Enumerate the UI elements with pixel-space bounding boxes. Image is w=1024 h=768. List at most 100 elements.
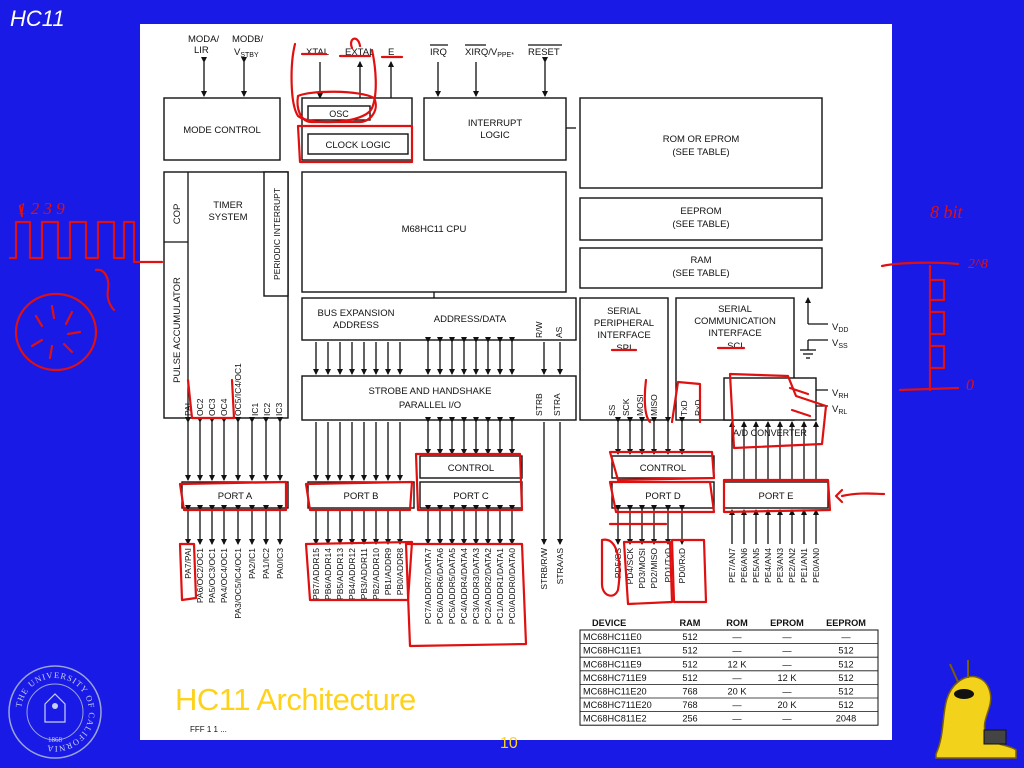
mode-control-block: MODE CONTROL bbox=[163, 97, 281, 161]
port-d-pin-label-3: PD2/MISO bbox=[649, 548, 659, 589]
port-b-pin-label-3: PB4/ADDR12 bbox=[347, 548, 357, 600]
device-table-cell-6-2: — bbox=[732, 714, 742, 724]
ink-mark bbox=[350, 37, 362, 50]
svg-text:(SEE TABLE): (SEE TABLE) bbox=[672, 219, 729, 230]
moda-label: MODA/ bbox=[188, 34, 220, 45]
ram-block: RAM (SEE TABLE) bbox=[579, 247, 823, 289]
control-d-outline bbox=[608, 450, 716, 482]
device-table-cell-3-1: 512 bbox=[682, 673, 697, 683]
level-bottom-annotation: 0 bbox=[966, 377, 974, 394]
vrl-label: VRL bbox=[832, 404, 847, 416]
banana-slug-mascot-icon bbox=[935, 660, 1017, 759]
port-e-pin-label-7: PE0/AN0 bbox=[811, 548, 821, 583]
timer-pin-label-7: IC3 bbox=[274, 403, 284, 417]
modb-label: MODB/ bbox=[232, 34, 264, 45]
svg-text:INTERFACE: INTERFACE bbox=[708, 328, 761, 339]
cpu-block: M68HC11 CPU bbox=[301, 171, 567, 293]
device-table-cell-2-0: MC68HC11E9 bbox=[583, 659, 642, 669]
port-a-pin-label-3: PA4/OC4/OC1 bbox=[219, 548, 229, 603]
slide-title: HC11 Architecture bbox=[175, 682, 416, 717]
port-a-pin-label-5: PA2/IC1 bbox=[247, 548, 257, 579]
strobe-handshake-block: STROBE AND HANDSHAKE PARALLEL I/O STRB S… bbox=[301, 375, 577, 421]
svg-text:BUS EXPANSION: BUS EXPANSION bbox=[318, 308, 395, 319]
timer-pin-label-6: IC2 bbox=[262, 403, 272, 417]
port-a-block: PORT A bbox=[181, 481, 289, 509]
port-e-pin-label-1: PE6/AN6 bbox=[739, 548, 749, 583]
device-table-header-3: EPROM bbox=[770, 618, 804, 628]
svg-text:CLOCK LOGIC: CLOCK LOGIC bbox=[326, 140, 391, 151]
device-table-cell-0-0: MC68HC11E0 bbox=[583, 632, 642, 642]
svg-text:STRB: STRB bbox=[534, 393, 544, 416]
vref-marks bbox=[788, 386, 812, 418]
slide-header: HC11 bbox=[10, 6, 65, 31]
port-b-pin-label-0: PB7/ADDR15 bbox=[311, 548, 321, 600]
port-d-block: PORT D bbox=[611, 481, 715, 509]
svg-text:STROBE AND HANDSHAKE: STROBE AND HANDSHAKE bbox=[369, 386, 492, 397]
port-c-pin-label-1: PC6/ADDR6/DATA6 bbox=[435, 548, 445, 624]
osc-clock-block: OSC CLOCK LOGIC bbox=[301, 97, 413, 161]
device-table-cell-5-4: 512 bbox=[838, 700, 853, 710]
lir-label: LIR bbox=[194, 45, 209, 56]
port-d-pin-label-0: PD5/SS bbox=[613, 548, 623, 579]
device-table-cell-3-3: 12 K bbox=[778, 673, 798, 683]
pa7-outline bbox=[178, 542, 198, 602]
svg-text:RAM: RAM bbox=[690, 255, 711, 266]
svg-text:CONTROL: CONTROL bbox=[448, 463, 494, 474]
port-c-pin-label-4: PC3/ADDR3/DATA3 bbox=[471, 548, 481, 624]
port-a-pin-label-4: PA3/OC5/IC4/OC1 bbox=[233, 548, 243, 619]
xtal-label: XTAL bbox=[306, 47, 329, 58]
rom-block: ROM OR EPROM (SEE TABLE) bbox=[579, 97, 823, 189]
device-table-cell-5-3: 20 K bbox=[778, 700, 798, 710]
port-e-pin-label-3: PE4/AN4 bbox=[763, 548, 773, 583]
device-table-cell-0-2: — bbox=[732, 632, 742, 642]
xirq-label: XIRQ/VPPE* bbox=[465, 47, 514, 59]
svg-text:PULSE ACCUMULATOR: PULSE ACCUMULATOR bbox=[172, 277, 183, 383]
device-table-cell-2-4: 512 bbox=[838, 659, 853, 669]
port-c-pin-label-5: PC2/ADDR2/DATA2 bbox=[483, 548, 493, 624]
device-table-cell-0-1: 512 bbox=[682, 632, 697, 642]
port-c-pin-label-6: PC1/ADDR1/DATA1 bbox=[495, 548, 505, 624]
port-b-pin-label-5: PB2/ADDR10 bbox=[371, 548, 381, 600]
ad-converter-outline bbox=[728, 372, 828, 450]
port-b-pin-label-4: PB3/ADDR11 bbox=[359, 548, 369, 600]
svg-text:CONTROL: CONTROL bbox=[640, 463, 686, 474]
miso-mark bbox=[643, 378, 652, 424]
block-diagram-panel: MODA/ LIR MODB/ VSTBY XTAL EXTAL E IRQ X… bbox=[140, 24, 892, 740]
svg-text:INTERRUPT: INTERRUPT bbox=[468, 118, 523, 129]
txd-rxd-box bbox=[670, 380, 702, 424]
timer-pin-label-2: OC3 bbox=[207, 398, 217, 416]
device-table-cell-0-4: — bbox=[841, 632, 851, 642]
bus-expansion-block: BUS EXPANSION ADDRESS ADDRESS/DATA R/W A… bbox=[301, 297, 577, 341]
port-b-outline bbox=[304, 480, 414, 512]
svg-text:MODE CONTROL: MODE CONTROL bbox=[183, 125, 261, 136]
pd-sci-pins-outline bbox=[670, 538, 708, 604]
sci-pin-label-1: RxD bbox=[693, 399, 703, 416]
bits-annotation: 8 bit bbox=[930, 202, 964, 222]
device-table-cell-6-1: 256 bbox=[682, 714, 697, 724]
port-d-pin-label-4: PD1/TxD bbox=[663, 548, 673, 582]
device-table-cell-5-1: 768 bbox=[682, 700, 697, 710]
timer-pin-label-1: OC2 bbox=[195, 398, 205, 416]
svg-text:(SEE TABLE): (SEE TABLE) bbox=[672, 147, 729, 158]
port-c-pin-label-2: PC5/ADDR5/DATA5 bbox=[447, 548, 457, 624]
spi-pin-label-3: MISO bbox=[649, 394, 659, 416]
device-table-cell-4-4: 512 bbox=[838, 687, 853, 697]
port-d-pin-label-2: PD3/MOSI bbox=[637, 548, 647, 589]
svg-text:SPI: SPI bbox=[616, 343, 631, 354]
svg-text:ADDRESS/DATA: ADDRESS/DATA bbox=[434, 314, 507, 325]
device-table-cell-4-2: 20 K bbox=[728, 687, 748, 697]
control-c-block: CONTROL bbox=[419, 455, 523, 479]
port-c-pin-label-0: PC7/ADDR7/DATA7 bbox=[423, 548, 433, 624]
port-e-pin-label-0: PE7/AN7 bbox=[727, 548, 737, 583]
port-a-pin-label-0: PA7/PAI bbox=[183, 548, 193, 579]
device-table-cell-1-0: MC68HC11E1 bbox=[583, 646, 642, 656]
strobe-pin-label-0: STRB/R/W bbox=[539, 548, 549, 590]
osc-circle bbox=[296, 90, 377, 124]
port-c-pins-outline bbox=[404, 542, 528, 648]
clock-pin-underline bbox=[300, 52, 404, 59]
port-a-pin-label-2: PA5/OC3/OC1 bbox=[207, 548, 217, 603]
svg-text:ROM OR EPROM: ROM OR EPROM bbox=[663, 134, 740, 145]
